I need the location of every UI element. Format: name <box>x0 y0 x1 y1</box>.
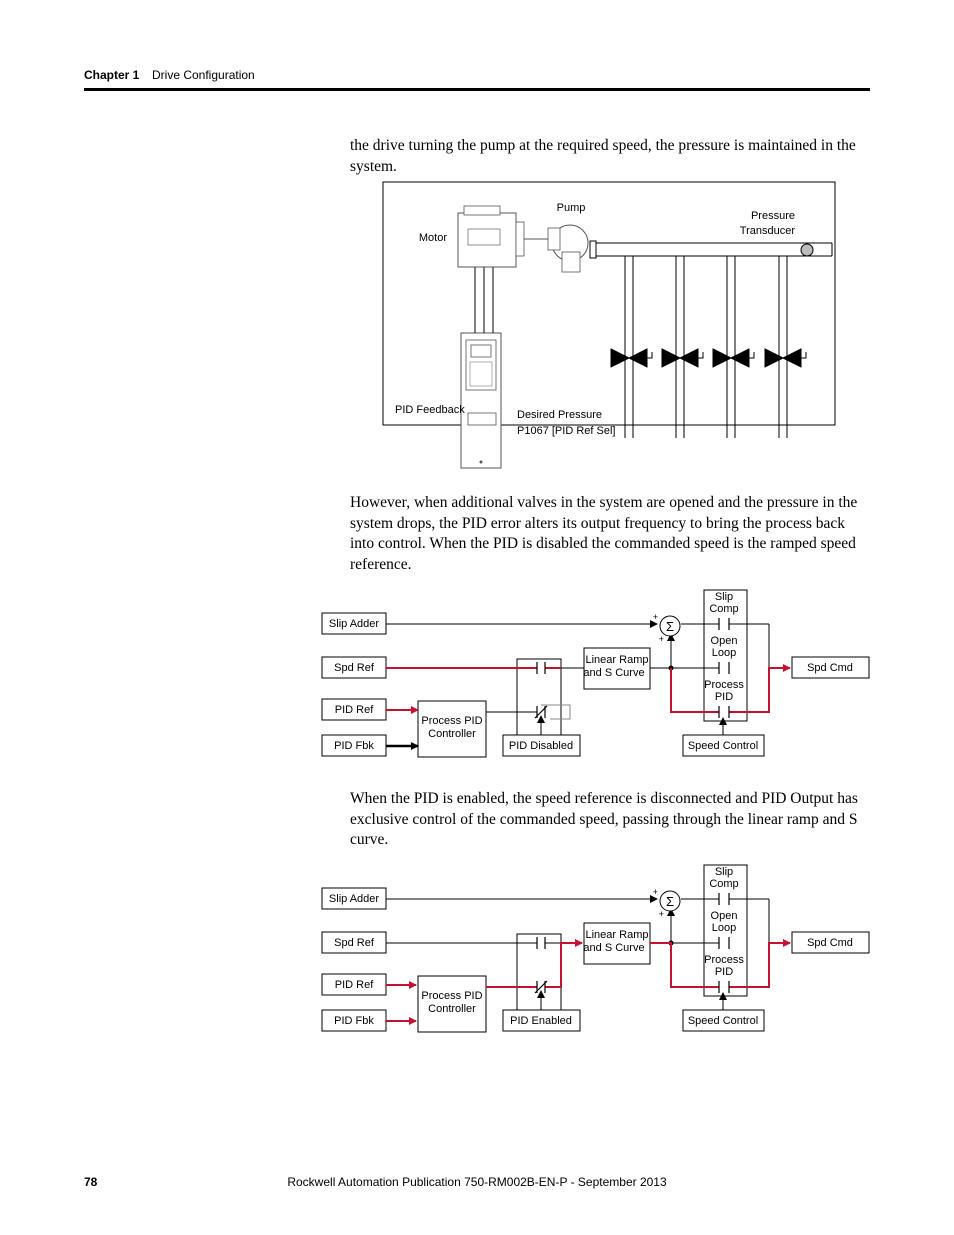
process-pid-label-2: PID <box>715 966 733 978</box>
active-signal-path <box>386 939 791 1025</box>
pid-controller-label-1: Process PID <box>421 990 482 1002</box>
process-pid-label-1: Process <box>704 954 744 966</box>
pump-icon <box>547 224 589 273</box>
pid-ref-label: PID Ref <box>335 979 374 991</box>
speed-control-label: Speed Control <box>688 740 758 752</box>
pump-system-figure: Pump Motor Pressure Transducer PID Feedb… <box>382 181 836 469</box>
motor-icon <box>457 205 548 268</box>
desired-pressure-label-1: Desired Pressure <box>517 409 602 421</box>
svg-text:+: + <box>653 887 658 897</box>
switch-group-box <box>516 658 562 741</box>
motor-label: Motor <box>419 232 447 244</box>
svg-text:+: + <box>659 634 664 644</box>
pid-disabled-diagram: Σ + + Slip Adder Spd Ref PID Ref PID Fbk… <box>321 589 870 758</box>
header-rule <box>84 88 870 91</box>
switch-group-box <box>516 933 562 1016</box>
pid-controller-label-2: Controller <box>428 728 476 740</box>
slip-comp-label-1: Slip <box>715 866 733 878</box>
valve-icons <box>610 348 807 368</box>
pump-label: Pump <box>557 202 586 214</box>
branch-pipes <box>624 256 788 438</box>
ramp-label-2: and S Curve <box>583 942 644 954</box>
paragraph-pump-intro: the drive turning the pump at the requir… <box>350 137 856 175</box>
svg-text:Σ: Σ <box>666 894 674 909</box>
ramp-box <box>583 922 651 965</box>
spd-cmd-label: Spd Cmd <box>807 937 853 949</box>
process-pid-label-2: PID <box>715 691 733 703</box>
svg-text:+: + <box>659 909 664 919</box>
publication-info: Rockwell Automation Publication 750-RM00… <box>287 1175 667 1189</box>
summing-junction <box>659 890 681 912</box>
pid-controller-box <box>417 700 487 758</box>
drive-icon <box>460 332 502 469</box>
open-loop-label-1: Open <box>711 635 738 647</box>
slip-adder-label: Slip Adder <box>329 893 379 905</box>
slip-comp-label-1: Slip <box>715 591 733 603</box>
spd-cmd-box <box>791 656 870 679</box>
ramp-label-1: Linear Ramp <box>586 929 649 941</box>
page-number: 78 <box>84 1175 98 1189</box>
pid-fbk-label: PID Fbk <box>334 1015 374 1027</box>
figure-frame <box>382 181 836 426</box>
pid-controller-label-1: Process PID <box>421 715 482 727</box>
slip-comp-label-2: Comp <box>709 878 738 890</box>
section-title: Drive Configuration <box>152 68 255 82</box>
spd-cmd-label: Spd Cmd <box>807 662 853 674</box>
pid-controller-label-2: Controller <box>428 1003 476 1015</box>
open-loop-label-1: Open <box>711 910 738 922</box>
ramp-label-1: Linear Ramp <box>586 654 649 666</box>
slip-adder-label: Slip Adder <box>329 618 379 630</box>
process-pid-label-1: Process <box>704 679 744 691</box>
selector-box <box>703 864 748 997</box>
desired-pressure-label-2: P1067 [PID Ref Sel] <box>517 425 615 437</box>
pid-feedback-label: PID Feedback <box>395 404 465 416</box>
pipe <box>589 240 833 259</box>
svg-text:+: + <box>653 612 658 622</box>
pid-controller-box <box>417 975 487 1033</box>
paragraph-pid-disabled: However, when additional valves in the s… <box>350 494 858 573</box>
transducer-label-1: Pressure <box>751 210 795 222</box>
spd-ref-label: Spd Ref <box>334 662 375 674</box>
chapter-label: Chapter 1 <box>84 68 140 82</box>
transducer-label-2: Transducer <box>740 225 796 237</box>
pid-switch-label: PID Enabled <box>510 1015 572 1027</box>
ramp-label-2: and S Curve <box>583 667 644 679</box>
speed-control-label: Speed Control <box>688 1015 758 1027</box>
ramp-box <box>583 647 651 690</box>
summing-junction <box>659 615 681 637</box>
open-loop-label-2: Loop <box>712 922 736 934</box>
active-signal-path <box>386 664 791 713</box>
pid-fbk-label: PID Fbk <box>334 740 374 752</box>
slip-comp-label-2: Comp <box>709 603 738 615</box>
open-loop-label-2: Loop <box>712 647 736 659</box>
spd-ref-label: Spd Ref <box>334 937 375 949</box>
pid-enabled-diagram: Σ + + Slip Adder Spd Ref PID Ref PID Fbk… <box>321 864 870 1033</box>
pid-ref-label: PID Ref <box>335 704 374 716</box>
selector-box <box>703 589 748 722</box>
spd-cmd-box <box>791 931 870 954</box>
pid-switch-label: PID Disabled <box>509 740 573 752</box>
paragraph-pid-enabled: When the PID is enabled, the speed refer… <box>350 790 858 848</box>
svg-text:Σ: Σ <box>666 619 674 634</box>
